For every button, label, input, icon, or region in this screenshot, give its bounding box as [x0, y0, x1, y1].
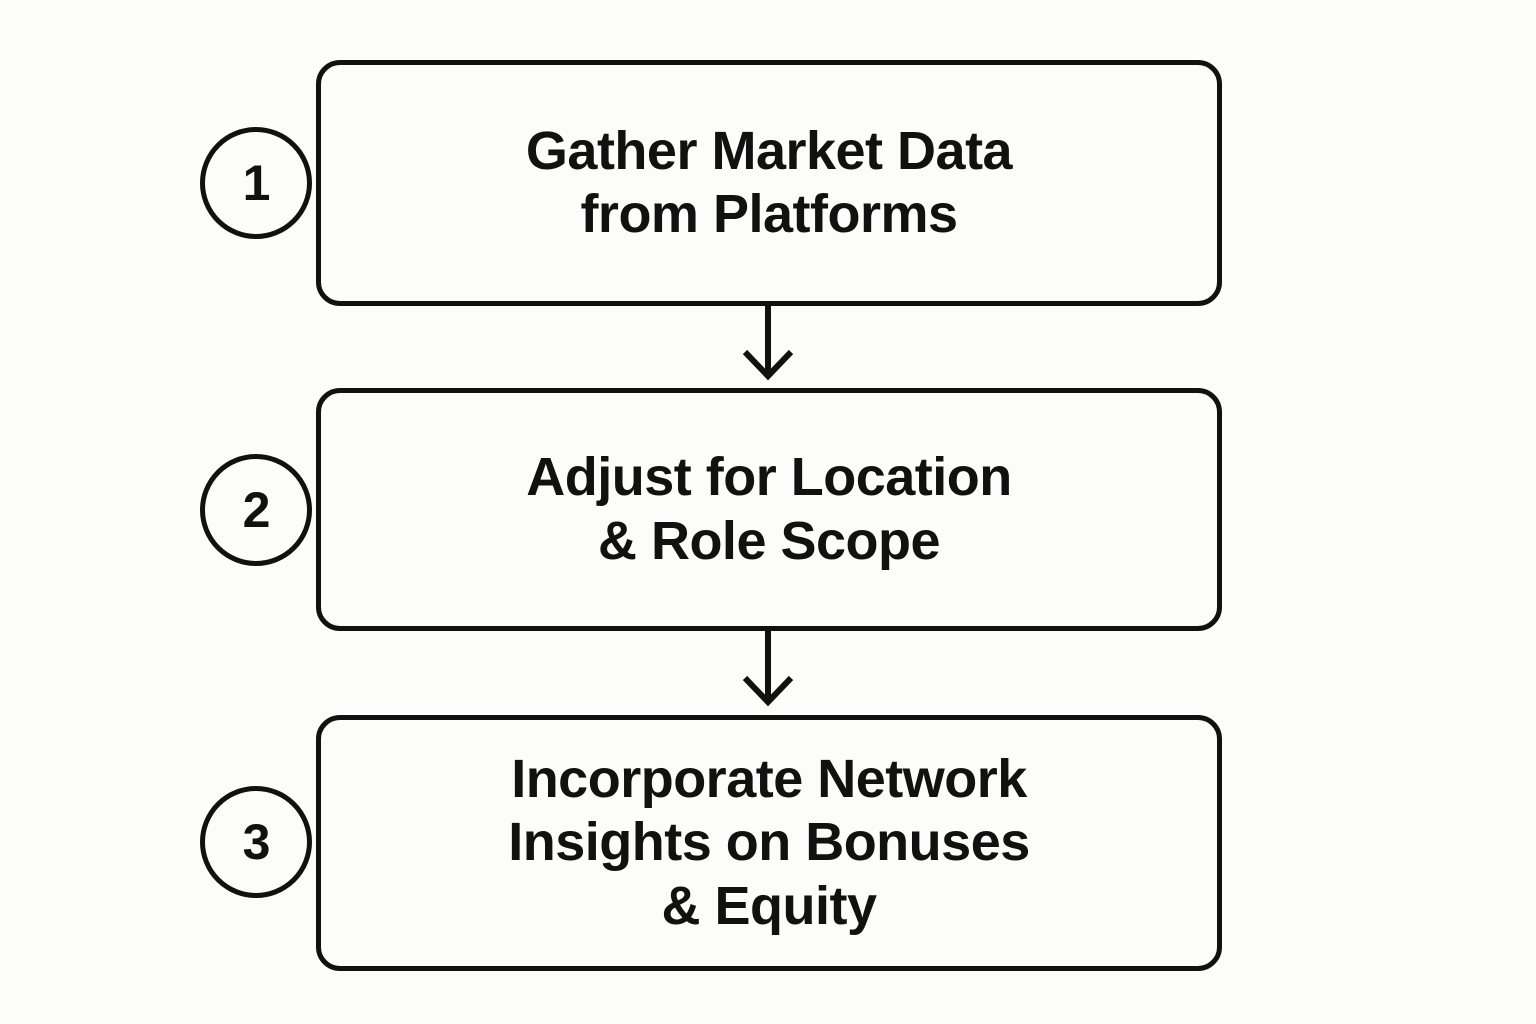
- step-label-1: Gather Market Data from Platforms: [525, 120, 1013, 244]
- step-box-3[interactable]: Incorporate Network Insights on Bonuses …: [316, 715, 1222, 971]
- step-badge-3: 3: [200, 786, 312, 898]
- step-number-2: 2: [242, 482, 271, 538]
- arrow-down-icon-1: [742, 306, 794, 381]
- step-badge-1: 1: [200, 127, 312, 239]
- step-box-2[interactable]: Adjust for Location & Role Scope: [316, 388, 1222, 631]
- step-number-1: 1: [242, 155, 271, 211]
- step-label-2: Adjust for Location & Role Scope: [526, 447, 1012, 571]
- step-number-3: 3: [242, 814, 271, 870]
- step-label-3: Incorporate Network Insights on Bonuses …: [508, 749, 1030, 936]
- step-badge-2: 2: [200, 454, 312, 566]
- arrow-down-icon-2: [742, 631, 794, 707]
- step-box-1[interactable]: Gather Market Data from Platforms: [316, 60, 1222, 306]
